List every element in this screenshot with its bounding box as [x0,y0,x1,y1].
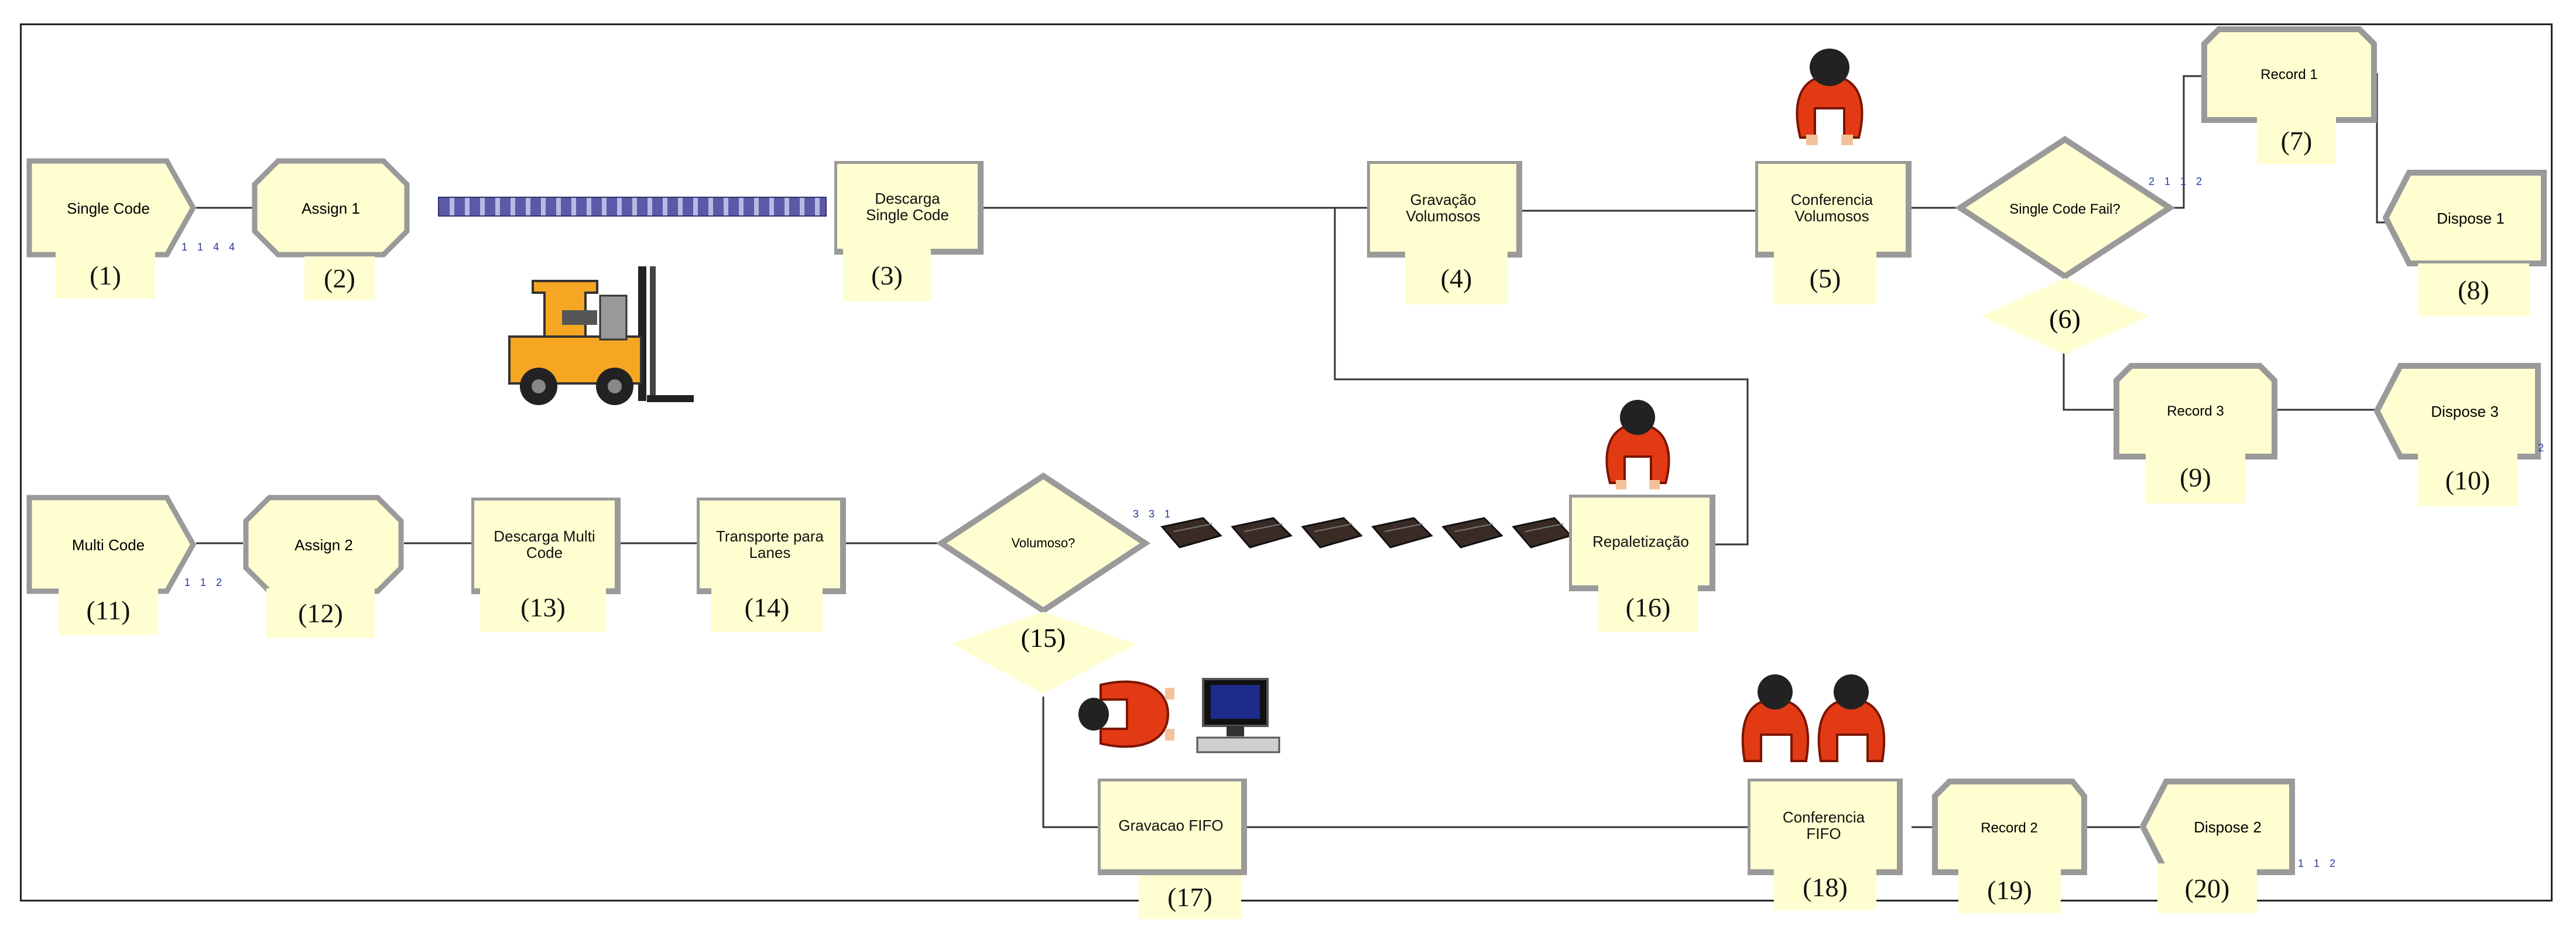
block-number: (3) [843,249,931,301]
block-number: (10) [2418,454,2517,506]
connector-6-7 [2171,75,2204,209]
block-label: Conferencia Volumosos [1790,191,1873,225]
counter-text: 3 3 1 [1133,508,1174,520]
block-label: Assign 1 [302,200,360,217]
block-label: Dispose 1 [2437,210,2505,227]
counter-text: 1 1 2 [2298,858,2339,869]
worker-icon [1605,400,1670,489]
record-block-1[interactable]: Record 1 [2201,26,2377,123]
block-label: Single Code [67,200,150,217]
diagram-frame [20,23,2553,901]
block-number: (12) [266,588,375,638]
block-number: (4) [1405,252,1508,304]
assign-block-1[interactable]: Assign 1 [252,158,410,258]
worker-icon [1796,49,1864,145]
create-block-multi-code[interactable]: Multi Code [26,495,196,594]
block-label: Record 3 [2167,403,2224,419]
process-block-gravacao-volumosos[interactable]: Gravação Volumosos [1367,161,1522,258]
block-label: Descarga Multi Code [494,527,595,561]
dispose-block-1[interactable]: Dispose 1 [2383,170,2547,266]
block-number: (2) [304,256,375,300]
block-number: (8) [2418,263,2529,316]
counter-text: 1 1 4 4 [181,241,239,253]
block-label: Single Code Fail? [2009,201,2120,217]
block-label: Conferencia FIFO [1782,808,1865,842]
process-block-repaletizacao[interactable]: Repaletização [1569,495,1715,591]
worker-icon [1078,680,1174,748]
block-number: (18) [1774,863,1876,910]
block-label: Record 1 [2260,67,2317,83]
block-number: (14) [711,582,823,632]
process-block-conferencia-volumosos[interactable]: Conferencia Volumosos [1755,161,1912,258]
block-label: Transporte para Lanes [715,527,824,561]
connector-7-8 [2376,73,2389,224]
assign-block-2[interactable]: Assign 2 [243,495,404,594]
connector-15-17 [1042,697,1098,828]
block-label: Gravação Volumosos [1406,191,1481,225]
block-number: (5) [1774,252,1876,304]
block-label: Gravacao FIFO [1118,817,1224,834]
block-number: (17) [1139,875,1241,919]
record-block-2[interactable]: Record 2 [1932,779,2087,875]
process-block-transporte-para-lanes[interactable]: Transporte para Lanes [697,498,846,594]
block-label: Descarga Single Code [866,189,949,224]
block-number: (13) [480,582,606,632]
block-label: Repaletização [1592,533,1689,550]
pallet-queue-icon [1160,517,1572,549]
computer-icon [1196,678,1280,753]
process-block-conferencia-fifo[interactable]: Conferencia FIFO [1748,779,1903,875]
block-number: (7) [2257,117,2336,164]
block-label: Dispose 2 [2194,818,2262,836]
block-number: (19) [1958,866,2061,913]
process-block-descarga-multi-code[interactable]: Descarga Multi Code [471,498,621,594]
block-number: (20) [2157,863,2257,913]
block-number: (15) [1021,623,1066,653]
forklift-icon [508,266,694,405]
process-block-descarga-single-code[interactable]: Descarga Single Code [834,161,984,255]
counter-text: 2 [2538,442,2548,454]
record-block-3[interactable]: Record 3 [2113,363,2277,460]
block-label: Dispose 3 [2431,403,2499,420]
block-number: (16) [1598,582,1698,632]
block-number: (1) [56,252,155,299]
decide-block-single-code-fail[interactable]: Single Code Fail? (6) [1955,135,2175,357]
block-number: (6) [2049,304,2081,334]
connector-16-4 [1334,208,1749,546]
counter-text: 2 1 1 2 [2149,176,2206,187]
block-label: Multi Code [72,536,145,554]
decide-block-volumoso[interactable]: Volumoso? (15) [937,471,1150,697]
dispose-block-3[interactable]: Dispose 3 [2374,363,2541,460]
create-block-single-code[interactable]: Single Code [26,158,196,258]
dispose-block-2[interactable]: Dispose 2 [2140,779,2295,875]
worker-icon [1741,674,1886,762]
block-label: Assign 2 [294,536,353,554]
block-label: Volumoso? [1012,536,1075,550]
conveyor-queue-icon [438,197,827,217]
block-number: (11) [59,585,158,635]
block-number: (9) [2146,451,2245,503]
block-label: Record 2 [1981,820,2037,836]
counter-text: 1 1 2 [184,577,226,588]
process-block-gravacao-fifo[interactable]: Gravacao FIFO [1098,779,1247,875]
